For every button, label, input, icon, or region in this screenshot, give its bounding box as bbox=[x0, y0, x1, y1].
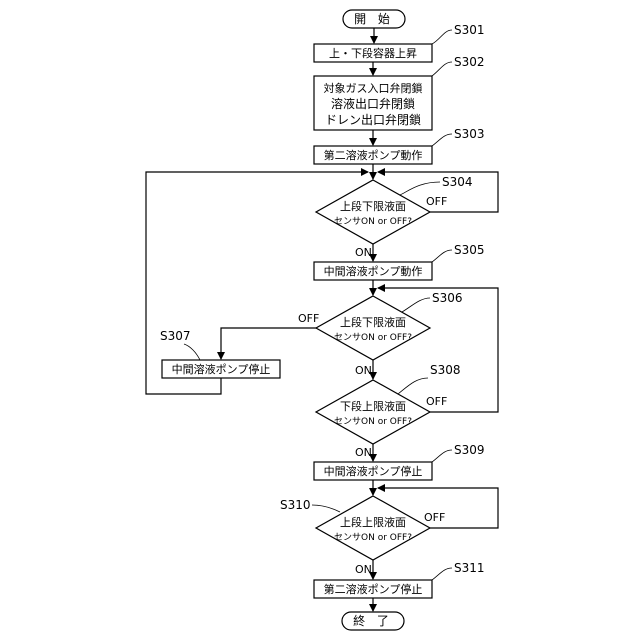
leader-line bbox=[400, 182, 440, 195]
decision-s310-line1: 上段上限液面 bbox=[340, 515, 406, 529]
edge-label-off: OFF bbox=[424, 511, 445, 524]
step-s302-label: S302 bbox=[454, 55, 485, 69]
step-s307-label: S307 bbox=[160, 329, 191, 343]
leader-line bbox=[432, 450, 452, 462]
decision-s308-line1: 下段上限液面 bbox=[340, 399, 406, 413]
step-s302-line2: 溶液出口弁閉鎖 bbox=[331, 96, 415, 111]
edge-label-off: OFF bbox=[426, 195, 447, 208]
leader-line bbox=[402, 298, 430, 312]
start-label: 開 始 bbox=[354, 12, 394, 26]
end-label: 終 了 bbox=[353, 613, 393, 628]
edge-label-on: ON bbox=[355, 246, 372, 259]
edge-label-off: OFF bbox=[426, 395, 447, 408]
step-s306-label: S306 bbox=[432, 291, 463, 305]
step-s309-text: 中間溶液ポンプ停止 bbox=[324, 464, 423, 478]
leader-line bbox=[432, 134, 452, 146]
step-s302-line3: ドレン出口弁閉鎖 bbox=[325, 112, 421, 127]
step-s307-text: 中間溶液ポンプ停止 bbox=[172, 362, 271, 376]
decision-s304-line2: センサON or OFF? bbox=[334, 216, 412, 227]
branch-s306-off bbox=[221, 328, 316, 359]
step-s305-label: S305 bbox=[454, 243, 485, 257]
step-s304-label: S304 bbox=[442, 175, 473, 189]
decision-s306-line1: 上段下限液面 bbox=[340, 315, 406, 329]
step-s310-label: S310 bbox=[280, 498, 311, 512]
step-s301-text: 上・下段容器上昇 bbox=[329, 46, 417, 60]
step-s303-text: 第二溶液ポンプ動作 bbox=[324, 148, 423, 162]
step-s303-label: S303 bbox=[454, 127, 485, 141]
decision-s308-line2: センサON or OFF? bbox=[334, 416, 412, 427]
step-s309-label: S309 bbox=[454, 443, 485, 457]
decision-s310-line2: センサON or OFF? bbox=[334, 532, 412, 543]
leader-line bbox=[432, 250, 452, 262]
leader-line bbox=[184, 344, 200, 360]
edge-label-on: ON bbox=[355, 364, 372, 377]
step-s302-line1: 対象ガス入口弁閉鎖 bbox=[324, 81, 423, 95]
leader-line bbox=[432, 62, 452, 76]
decision-s306-line2: センサON or OFF? bbox=[334, 332, 412, 343]
step-s308-label: S308 bbox=[430, 363, 461, 377]
leader-line bbox=[432, 568, 452, 580]
leader-line bbox=[312, 505, 340, 512]
step-s311-text: 第二溶液ポンプ停止 bbox=[324, 582, 423, 596]
edge-label-on: ON bbox=[355, 446, 372, 459]
edge-label-on: ON bbox=[355, 563, 372, 576]
leader-line bbox=[398, 378, 428, 394]
step-s301-label: S301 bbox=[454, 23, 485, 37]
step-s311-label: S311 bbox=[454, 561, 485, 575]
leader-line bbox=[432, 30, 452, 44]
step-s305-text: 中間溶液ポンプ動作 bbox=[324, 264, 423, 278]
decision-s304-line1: 上段下限液面 bbox=[340, 199, 406, 213]
edge-label-off: OFF bbox=[298, 312, 319, 325]
